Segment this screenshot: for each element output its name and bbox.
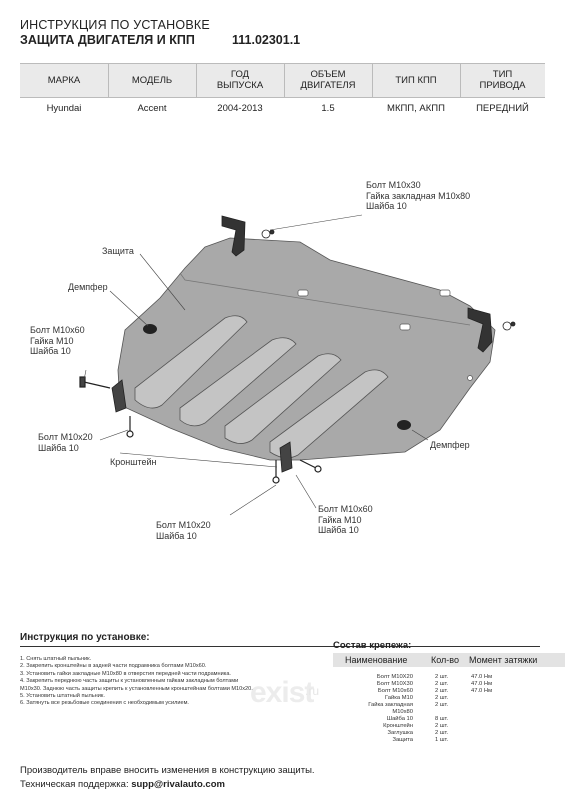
value-engine: 1.5	[321, 103, 335, 114]
fastener-name: Болт M10x60	[377, 688, 413, 694]
step-6: 6. Затянуть все резьбовые соединения с н…	[20, 700, 189, 707]
damper-right	[397, 420, 411, 430]
stiffening-ribs	[134, 315, 389, 459]
fasteners-title: Состав крепежа:	[333, 640, 412, 651]
label-bracket: Кронштейн	[110, 457, 157, 467]
fastener-qty: 2 шт.	[435, 723, 449, 729]
label-bolt-top: Болт M10x30 Гайка закладная M10x80 Шайба…	[366, 180, 471, 211]
fasteners-table: Болт M10X20 2 шт. 47.0 Нм Болт M10X30 2 …	[333, 674, 565, 754]
fastener-name: Защита	[392, 737, 413, 743]
fastener-qty: 8 шт.	[435, 716, 449, 722]
document-title: ИНСТРУКЦИЯ ПО УСТАНОВКЕ	[20, 18, 210, 32]
value-drive: ПЕРЕДНИЙ	[476, 103, 529, 114]
label-shield: Защита	[102, 246, 134, 256]
fastener-name: M10x80	[392, 709, 413, 715]
bolts	[79, 376, 322, 484]
header-year: ГОД ВЫПУСКА	[216, 69, 264, 91]
label-bolt-center: Болт M10x60 Гайка M10 Шайба 10	[318, 504, 373, 535]
fastener-qty: 2 шт.	[435, 730, 449, 736]
fastener-qty: 1 шт.	[435, 737, 449, 743]
fastener-qty: 2 шт.	[435, 702, 449, 708]
vehicle-spec-table: МАРКА МОДЕЛЬ ГОД ВЫПУСКА ОБЪЕМ ДВИГАТЕЛЯ…	[20, 63, 545, 124]
fastener-torque: 47.0 Нм	[471, 681, 493, 687]
fastener-qty: 2 шт.	[435, 688, 449, 694]
step-3: 3. Установить гайки закладные M10x80 в о…	[20, 670, 231, 677]
footer-note: Производитель вправе вносить изменения в…	[20, 765, 315, 776]
fastener-name: Болт M10X30	[376, 681, 413, 687]
fasteners-header: Наименование Кол-во Момент затяжки	[333, 653, 565, 667]
label-damper-left: Демпфер	[68, 282, 108, 292]
fastener-qty: 2 шт.	[435, 681, 449, 687]
fastener-name: Заглушка	[387, 730, 413, 736]
header-engine: ОБЪЕМ ДВИГАТЕЛЯ	[300, 69, 356, 91]
fastener-qty: 2 шт.	[435, 674, 449, 680]
label-damper-right: Демпфер	[430, 440, 470, 450]
rear-brackets	[111, 379, 293, 473]
front-fasteners	[221, 215, 516, 353]
fastener-qty: 2 шт.	[435, 695, 449, 701]
instructions-steps: 1. Снять штатный пыльник. 2. Закрепить к…	[20, 656, 320, 708]
value-model: Accent	[137, 103, 167, 114]
footer-support: Техническая поддержка: supp@rivalauto.co…	[20, 779, 225, 790]
installation-diagram: Болт M10x30 Гайка закладная M10x80 Шайба…	[0, 130, 565, 630]
value-gearbox: МКПП, АКПП	[387, 103, 445, 114]
fastener-name: Гайка M10	[384, 695, 413, 701]
col-torque: Момент затяжки	[469, 655, 538, 665]
step-4-cont: M10x30. Заднюю часть защиты крепить к ус…	[20, 685, 253, 692]
spec-table-header: МАРКА МОДЕЛЬ ГОД ВЫПУСКА ОБЪЕМ ДВИГАТЕЛЯ…	[20, 63, 545, 98]
skid-plate-drawing	[79, 214, 516, 516]
header-drive: ТИП ПРИВОДА	[479, 69, 526, 91]
col-qty: Кол-во	[431, 655, 459, 665]
product-name: ЗАЩИТА ДВИГАТЕЛЯ И КПП	[20, 33, 195, 47]
step-4: 4. Закрепить переднюю часть защиты к уст…	[20, 678, 239, 685]
label-bolt-left-low: Болт M10x20 Шайба 10	[38, 432, 93, 453]
step-5: 5. Установить штатный пыльник.	[20, 693, 105, 700]
fastener-name: Кронштейн	[383, 723, 413, 729]
leader-lines	[83, 214, 429, 516]
instructions-title: Инструкция по установке:	[20, 632, 150, 643]
label-bolt-left: Болт M10x60 Гайка M10 Шайба 10	[30, 325, 85, 356]
fastener-torque: 47.0 Нм	[471, 674, 493, 680]
label-bolt-bottom: Болт M10x20 Шайба 10	[156, 520, 211, 541]
fastener-name: Болт M10X20	[376, 674, 413, 680]
support-email-link[interactable]: supp@rivalauto.com	[131, 779, 225, 790]
instructions-divider	[20, 646, 540, 647]
fastener-torque: 47.0 Нм	[471, 688, 493, 694]
product-code: 111.02301.1	[232, 33, 301, 47]
value-year: 2004-2013	[217, 103, 263, 114]
watermark: exist	[250, 676, 314, 709]
fastener-name: Шайба 10	[386, 716, 413, 722]
damper-left	[143, 324, 157, 334]
header-gearbox: ТИП КПП	[395, 75, 437, 86]
fastener-name: Гайка закладная	[368, 702, 413, 708]
value-make: Hyundai	[46, 103, 82, 114]
step-1: 1. Снять штатный пыльник.	[20, 656, 92, 662]
watermark-suffix: .ru	[305, 684, 320, 698]
col-name: Наименование	[345, 655, 408, 665]
support-label: Техническая поддержка:	[20, 779, 129, 790]
header-make: МАРКА	[47, 75, 81, 86]
step-2: 2. Закрепить кронштейны в задней части п…	[20, 663, 207, 670]
header-model: МОДЕЛЬ	[131, 75, 173, 86]
plate-holes	[297, 289, 473, 381]
